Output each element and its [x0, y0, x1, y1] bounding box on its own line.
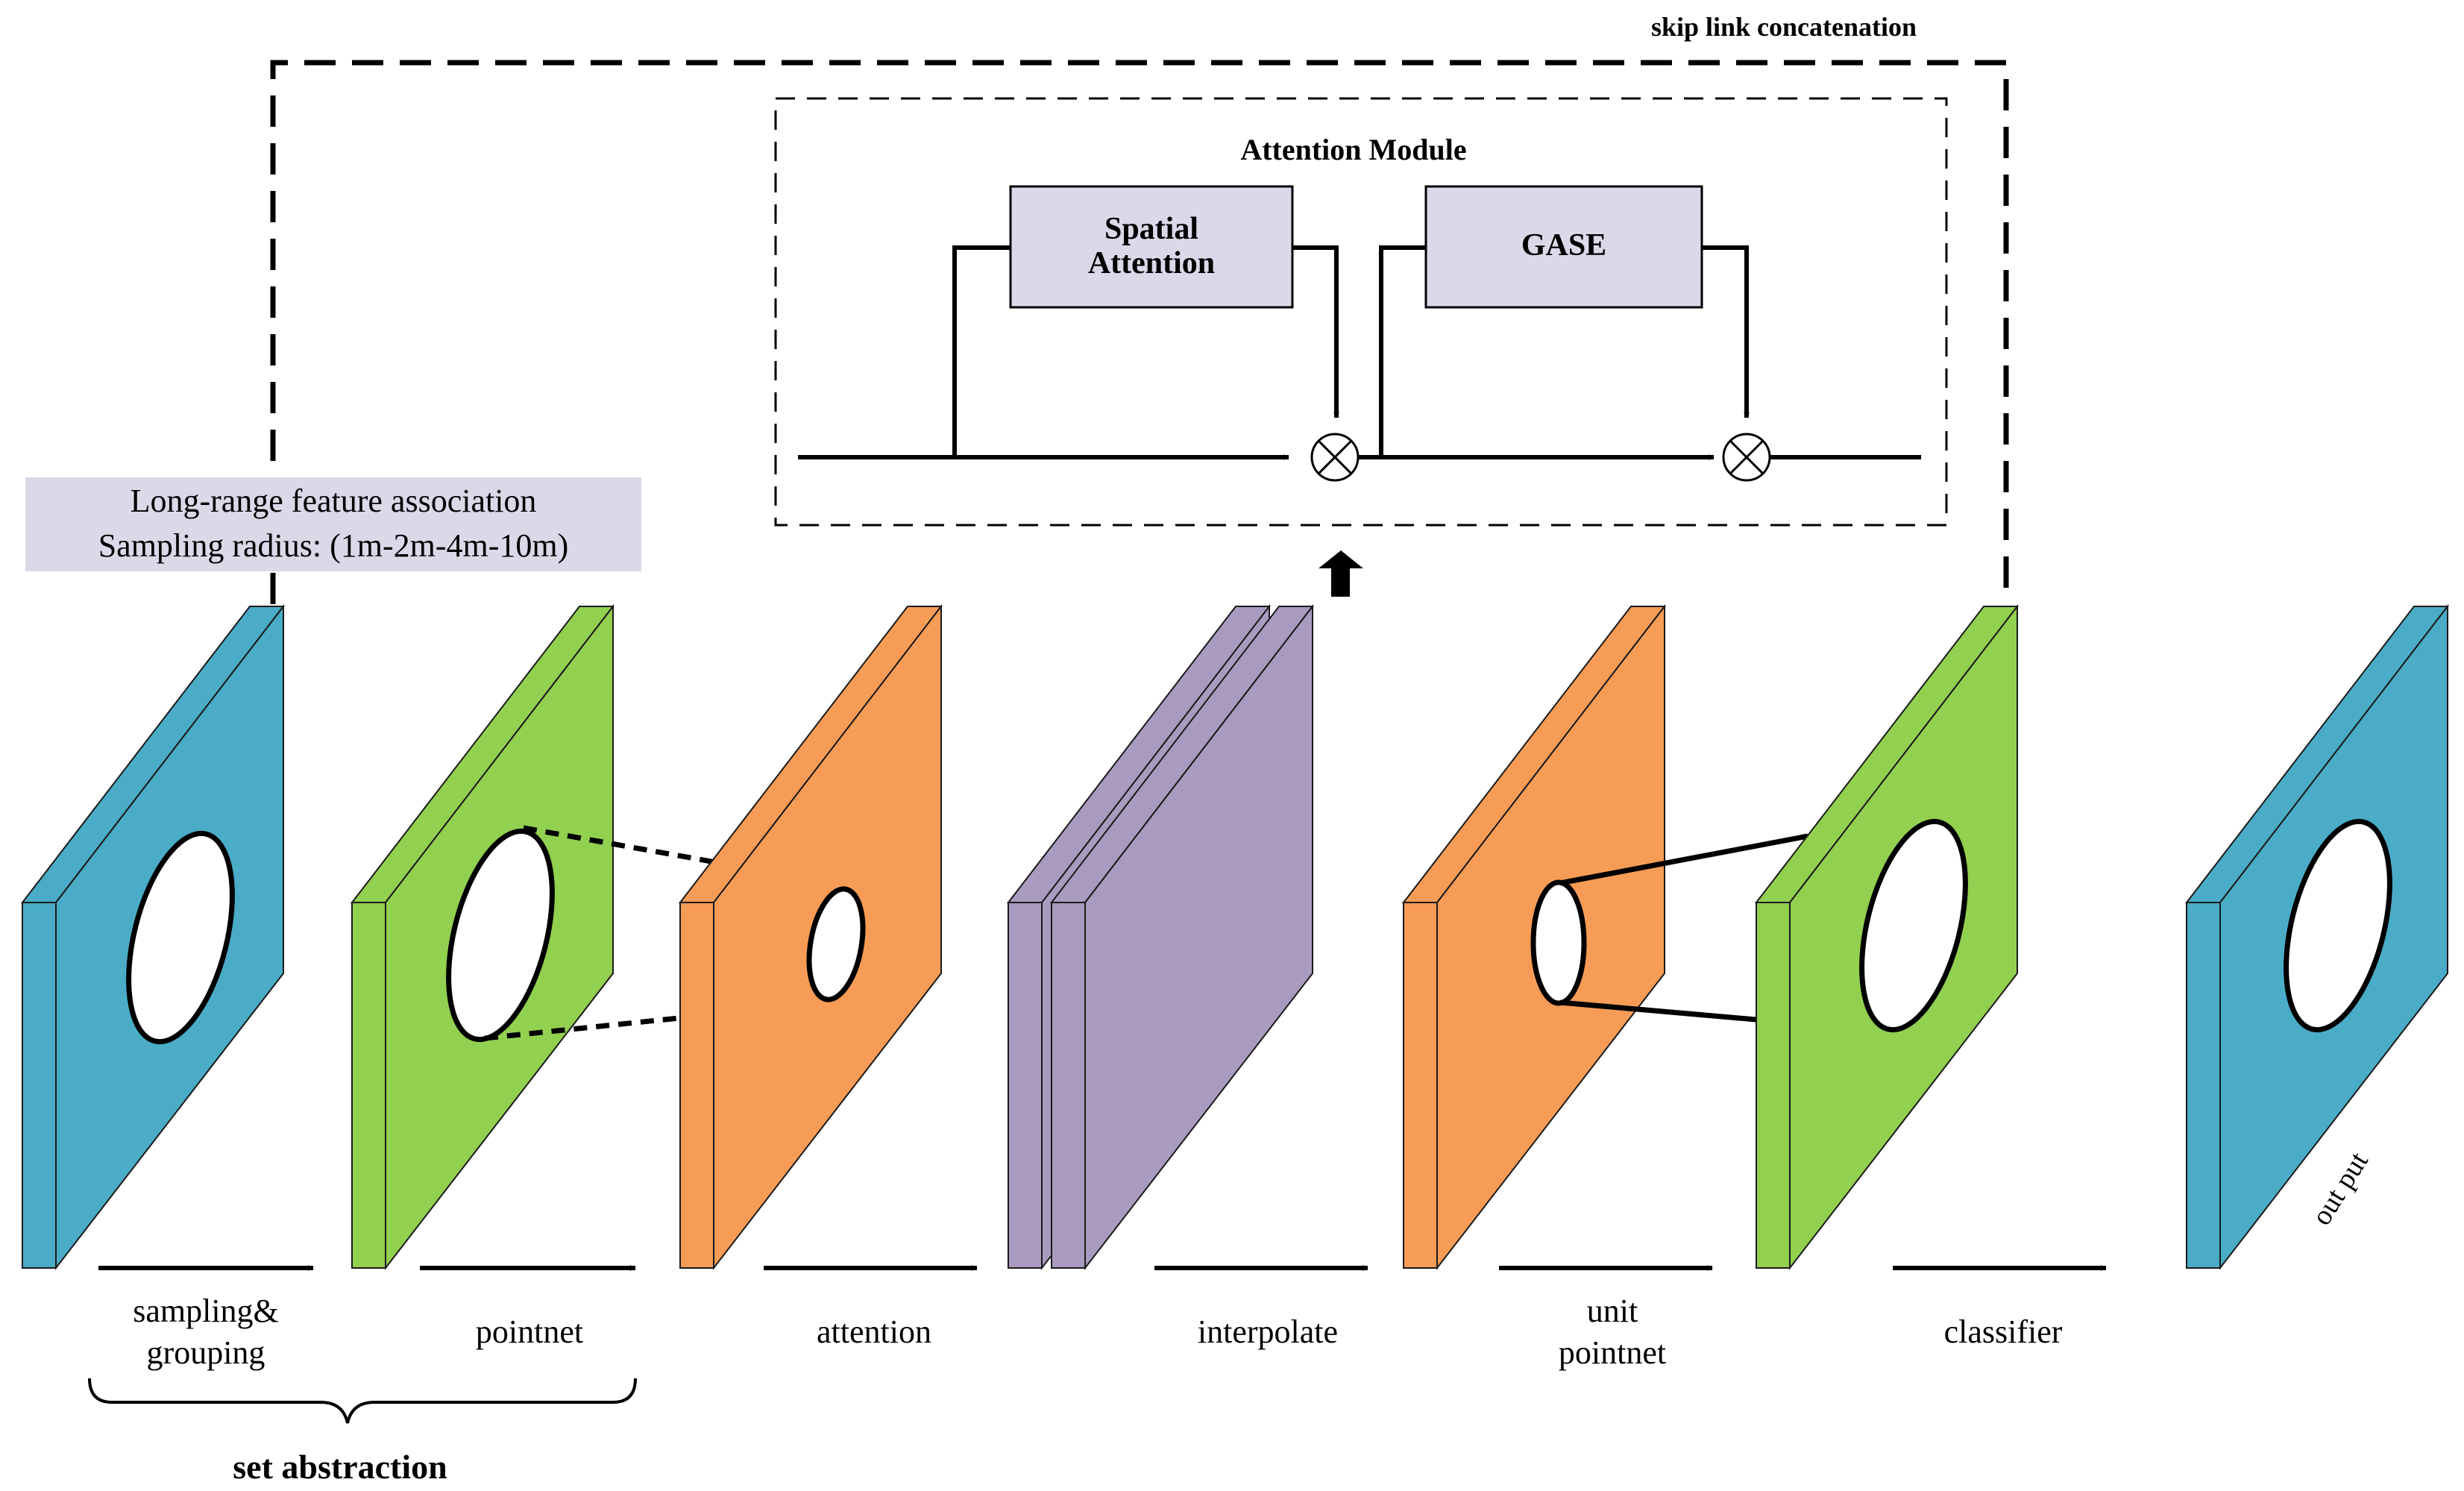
layer-orange-unit-pointnet	[1401, 604, 1667, 1270]
skip-link-label: skip link concatenation	[1651, 12, 1917, 42]
layer-blue-output	[2184, 604, 2450, 1270]
set-abstraction-label: set abstraction	[233, 1448, 447, 1486]
step-unit-pointnet-label-line1: unit	[1587, 1293, 1638, 1329]
gase-label: GASE	[1521, 228, 1606, 263]
attention-module-title: Attention Module	[1240, 133, 1466, 166]
info-box	[25, 477, 641, 571]
layer-green-classifier	[1754, 604, 2020, 1270]
info-box-line2: Sampling radius: (1m-2m-4m-10m)	[98, 527, 569, 564]
attention-module	[774, 97, 1948, 527]
output-label: out put	[2306, 1146, 2375, 1231]
info-box-line1: Long-range feature association	[131, 483, 537, 519]
step-pointnet-label: pointnet	[476, 1313, 583, 1350]
gase-block	[1424, 185, 1703, 309]
spatial-attention-label-line2: Attention	[1088, 246, 1215, 280]
step-attention-label: attention	[817, 1313, 931, 1350]
layer-purple-interpolate	[1006, 604, 1315, 1270]
up-arrow-icon	[1319, 550, 1363, 597]
skip-link-connector	[270, 60, 2009, 604]
dotted-connectors	[484, 825, 720, 1041]
solid-connectors	[1559, 833, 1808, 1023]
layer-orange-attention	[678, 604, 943, 1270]
multiply-node-2	[1722, 433, 1771, 482]
step-unit-pointnet-label-line2: pointnet	[1559, 1334, 1666, 1371]
layer-green-pointnet	[350, 604, 615, 1270]
layer-blue-input	[20, 604, 286, 1270]
spatial-attention-label-line1: Spatial	[1104, 212, 1198, 246]
multiply-node-1	[1310, 433, 1360, 482]
step-sampling-label-line2: grouping	[147, 1334, 265, 1371]
step-sampling-label-line1: sampling&	[133, 1293, 279, 1329]
spatial-attention-block	[1009, 185, 1294, 309]
step-classifier-label: classifier	[1944, 1313, 2063, 1350]
step-interpolate-label: interpolate	[1198, 1313, 1338, 1350]
set-abstraction-brace	[88, 1378, 637, 1424]
attention-module-wiring	[798, 245, 1921, 460]
